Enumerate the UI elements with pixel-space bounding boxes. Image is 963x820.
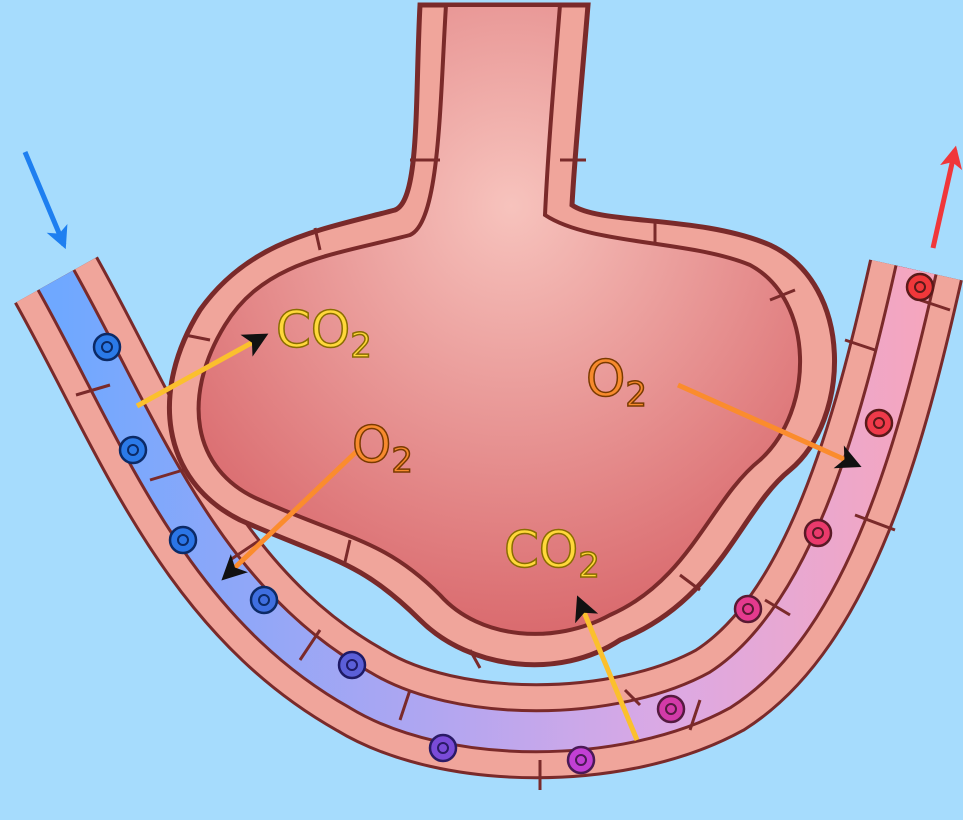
blood-cell-icon bbox=[251, 587, 277, 613]
blood-cell-icon bbox=[170, 527, 196, 553]
blood-cell-icon bbox=[805, 520, 831, 546]
blood-cell-icon bbox=[866, 410, 892, 436]
blood-cell-icon bbox=[120, 437, 146, 463]
blood-cell-icon bbox=[568, 747, 594, 773]
blood-cell-icon bbox=[658, 696, 684, 722]
blood-cell-icon bbox=[430, 735, 456, 761]
inflow-arrow-icon bbox=[25, 152, 64, 245]
outflow-arrow-icon bbox=[933, 150, 955, 248]
blood-cell-icon bbox=[94, 334, 120, 360]
blood-cell-icon bbox=[907, 274, 933, 300]
blood-cell-icon bbox=[735, 596, 761, 622]
blood-cell-icon bbox=[339, 652, 365, 678]
